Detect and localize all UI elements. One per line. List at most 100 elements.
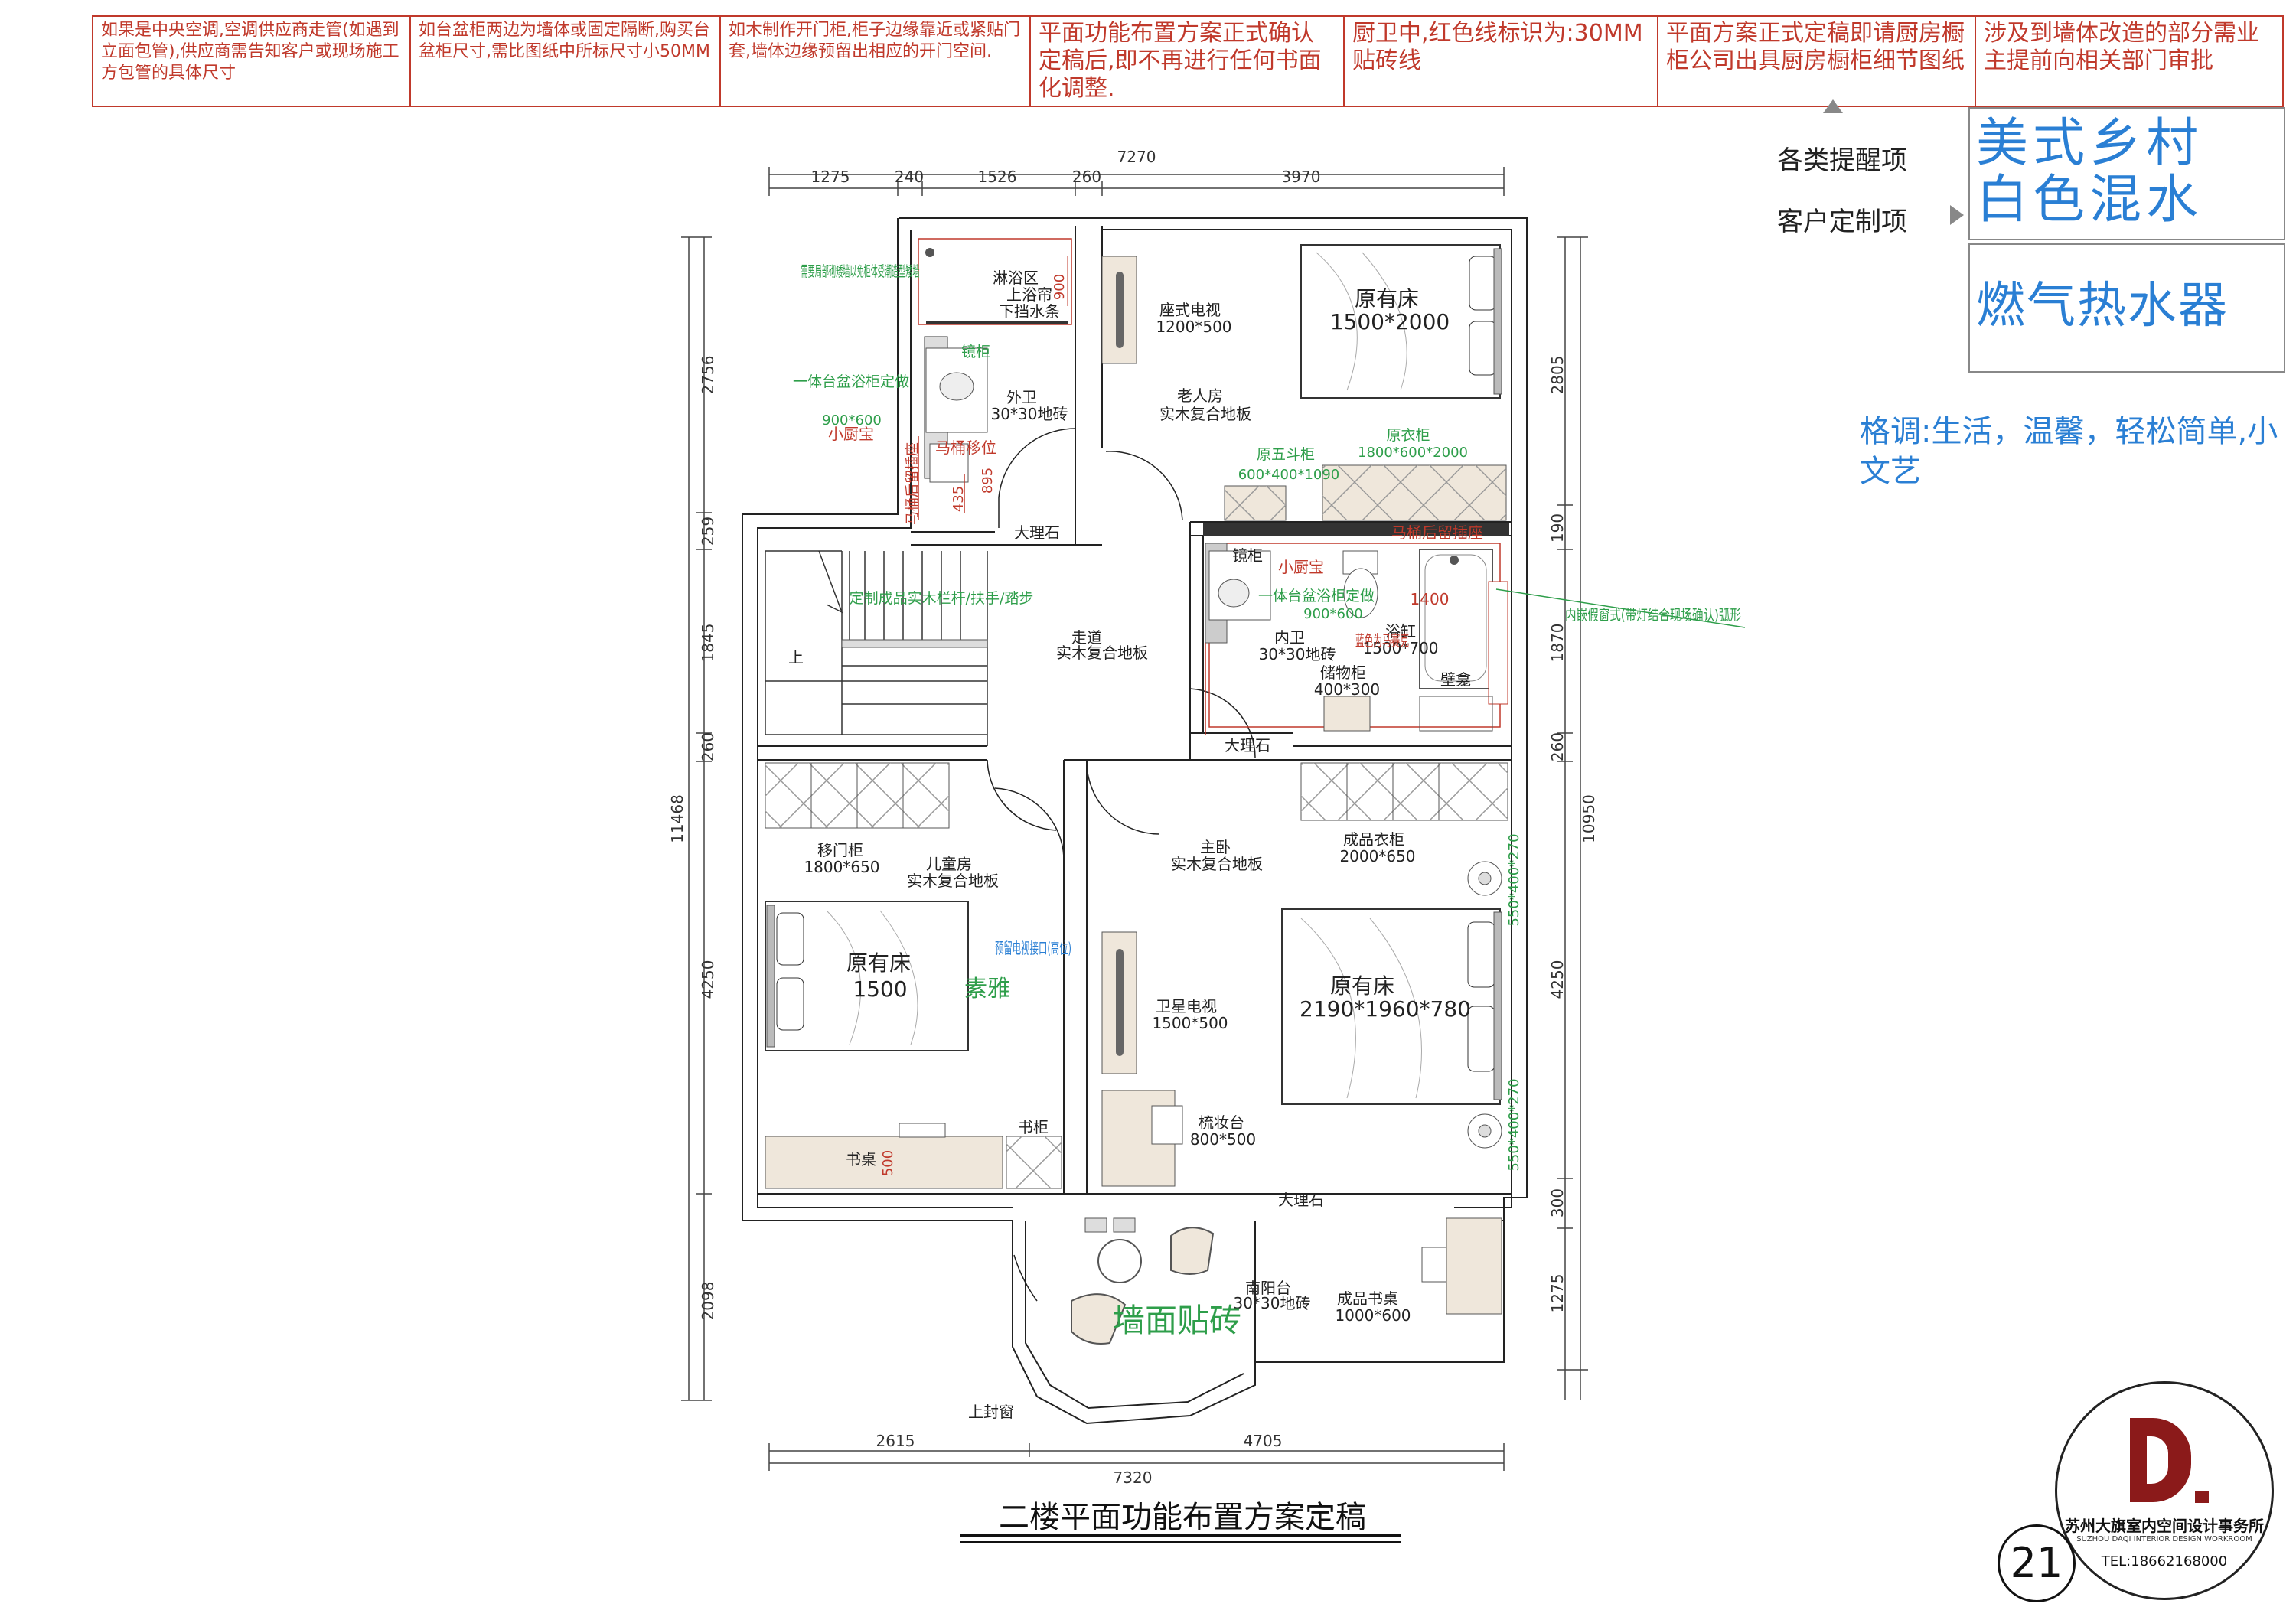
note-4: 平面功能布置方案正式确认定稿后,即不再进行任何书面化调整. <box>1031 17 1345 106</box>
dim-top-4: 260 <box>1072 168 1101 186</box>
outer-bathroom <box>918 238 1072 520</box>
label-inner-bath: 内卫 <box>1274 628 1305 647</box>
label-small-heater-1: 小厨宝 <box>828 425 874 443</box>
label-bathtub-size: 1500*700 <box>1362 639 1438 657</box>
label-basin-1-size: 900*600 <box>822 412 882 429</box>
style-box <box>1968 107 2285 240</box>
master-furniture <box>1101 762 1508 1187</box>
reminder-label: 各类提醒项 <box>1777 145 1907 176</box>
dim-right-6: 300 <box>1548 1188 1567 1217</box>
kids-room-furniture <box>765 762 1062 1189</box>
note-7: 涉及到墙体改造的部分需业主提前向相关部门审批 <box>1984 20 2259 74</box>
label-blue-mosaic: 蓝色为马赛克 <box>1355 631 1409 650</box>
label-marble-1: 大理石 <box>1014 523 1060 542</box>
handrail <box>841 639 988 648</box>
note-1: 如果是中央空调,空调供应商走管(如遇到立面包管),供应商需告知客户或现场施工方包… <box>93 17 411 106</box>
label-dresser: 梳妆台 <box>1199 1113 1244 1132</box>
elder-room-furniture <box>1101 244 1507 521</box>
label-wardrobe-b: 成品衣柜 <box>1343 830 1404 849</box>
title-underline-thin <box>960 1541 1401 1543</box>
label-outer-bath: 外卫 <box>1006 388 1037 406</box>
label-corridor: 走道 <box>1071 628 1102 647</box>
dim-top-5: 3970 <box>1282 168 1321 186</box>
label-wardrobe-b-size: 2000*650 <box>1339 847 1415 865</box>
label-elder-room: 老人房 <box>1177 386 1223 405</box>
note-2: 如台盆柜两边为墙体或固定隔断,购买台盆柜尺寸,需比图纸中所标尺寸小50MM <box>411 17 721 106</box>
label-tv-reserve: 预留电视接口(高位) <box>995 939 1071 957</box>
label-wood-floor-1: 实木复合地板 <box>1159 405 1251 423</box>
label-storage: 储物柜 <box>1320 663 1366 682</box>
triangle-right-icon <box>1950 205 1964 225</box>
label-seat-tv: 座式电视 <box>1159 301 1221 319</box>
label-sat-tv: 卫星电视 <box>1156 997 1217 1015</box>
label-old-bed-c-size: 2190*1960*780 <box>1300 996 1471 1022</box>
label-dim-895: 895 <box>980 468 996 494</box>
label-slide-cab: 移门柜 <box>817 841 863 859</box>
logo-en: SUZHOU DAQI INTERIOR DESIGN WORKROOM <box>2076 1535 2252 1543</box>
dim-top-1: 1275 <box>811 168 850 186</box>
dim-right-3: 1870 <box>1548 624 1567 663</box>
label-storage-size: 400*300 <box>1314 680 1380 699</box>
dimension-lines <box>681 167 1588 1471</box>
label-balcony-tile: 30*30地砖 <box>1234 1294 1311 1312</box>
dim-top-2: 240 <box>895 168 924 186</box>
label-bookcase: 书柜 <box>1018 1118 1049 1136</box>
style-line-1: 美式乡村 <box>1976 113 2203 174</box>
label-stairs-up: 上 <box>788 648 804 667</box>
label-shower: 淋浴区 <box>993 269 1039 287</box>
label-chest-size: 600*400*1090 <box>1238 467 1340 483</box>
label-shower-curtain: 上浴帘 <box>1006 285 1052 304</box>
page-number: 21 <box>1998 1524 2076 1602</box>
stairs <box>765 550 988 746</box>
dim-left-1: 2756 <box>699 356 717 395</box>
note-3: 如木制作开门柜,柜子边缘靠近或紧贴门套,墙体边缘预留出相应的开门空间. <box>721 17 1031 106</box>
label-kids-room: 儿童房 <box>926 855 972 873</box>
label-false-window: 内嵌假窗式(带灯结合现场确认)弧形 <box>1565 607 1741 624</box>
note-5: 厨卫中,红色线标识为:30MM贴砖线 <box>1345 17 1658 106</box>
label-tile-30: 30*30地砖 <box>991 405 1068 423</box>
label-chest: 原五斗柜 <box>1257 446 1315 463</box>
label-desk: 书桌 <box>846 1150 876 1169</box>
balcony-furniture <box>1071 1217 1502 1345</box>
company-logo: 苏州大旗室内空间设计事务所 SUZHOU DAQI INTERIOR DESIG… <box>2055 1381 2274 1600</box>
label-wardrobe-a: 原衣柜 <box>1386 427 1430 444</box>
dim-right-4: 260 <box>1548 732 1567 761</box>
dim-left-4: 260 <box>699 732 717 761</box>
dim-right-total: 10950 <box>1580 794 1598 843</box>
dim-left-total: 11468 <box>668 794 687 843</box>
page-title: 二楼平面功能布置方案定稿 <box>999 1500 1366 1535</box>
label-old-bed-a-size: 1500*2000 <box>1330 309 1450 334</box>
inner-bath-wall <box>1203 523 1509 536</box>
label-wood-floor-3: 实木复合地板 <box>907 872 999 890</box>
dim-left-2: 259 <box>699 517 717 546</box>
dim-left-6: 2098 <box>699 1282 717 1321</box>
dim-bottom-2: 4705 <box>1244 1432 1283 1450</box>
note-6: 平面方案正式定稿即请厨房橱柜公司出具厨房橱柜细节图纸 <box>1658 17 1976 106</box>
label-mirror-cab: 镜柜 <box>961 344 990 360</box>
label-stairs-custom: 定制成品实木栏杆/扶手/踏步 <box>850 590 1034 607</box>
label-inner-basin: 一体台盆浴柜定做 <box>1258 588 1375 605</box>
label-inner-heater: 小厨宝 <box>1278 558 1324 576</box>
label-toilet-socket: 马桶后留插座 <box>905 442 921 525</box>
dim-right-1: 2805 <box>1548 356 1567 395</box>
heater-box <box>1968 243 2285 373</box>
label-marble-3: 大理石 <box>1278 1191 1324 1209</box>
dim-left-5: 4250 <box>699 960 717 999</box>
dim-right-7: 1275 <box>1548 1274 1567 1313</box>
label-dim-1400: 1400 <box>1411 590 1450 608</box>
label-south-balcony: 南阳台 <box>1245 1279 1291 1297</box>
label-dim-550a: 550*400*270 <box>1506 833 1522 926</box>
label-wall-tile: 墙面贴砖 <box>1113 1302 1241 1339</box>
label-marble-2: 大理石 <box>1225 736 1270 755</box>
heater-label: 燃气热水器 <box>1976 278 2229 334</box>
dim-bottom-total: 7320 <box>1114 1468 1153 1487</box>
label-sat-tv-size: 1500*500 <box>1152 1014 1228 1032</box>
label-wood-floor-2: 实木复合地板 <box>1056 644 1148 662</box>
triangle-icon <box>1823 99 1843 113</box>
label-seat-tv-size: 1200*500 <box>1156 318 1231 336</box>
notes-bar: 如果是中央空调,空调供应商走管(如遇到立面包管),供应商需告知客户或现场施工方包… <box>92 15 2284 107</box>
label-old-bed-b: 原有床 <box>846 950 911 976</box>
label-bathtub: 浴缸 <box>1385 622 1416 641</box>
label-inner-socket: 马桶后留插座 <box>1391 523 1483 542</box>
